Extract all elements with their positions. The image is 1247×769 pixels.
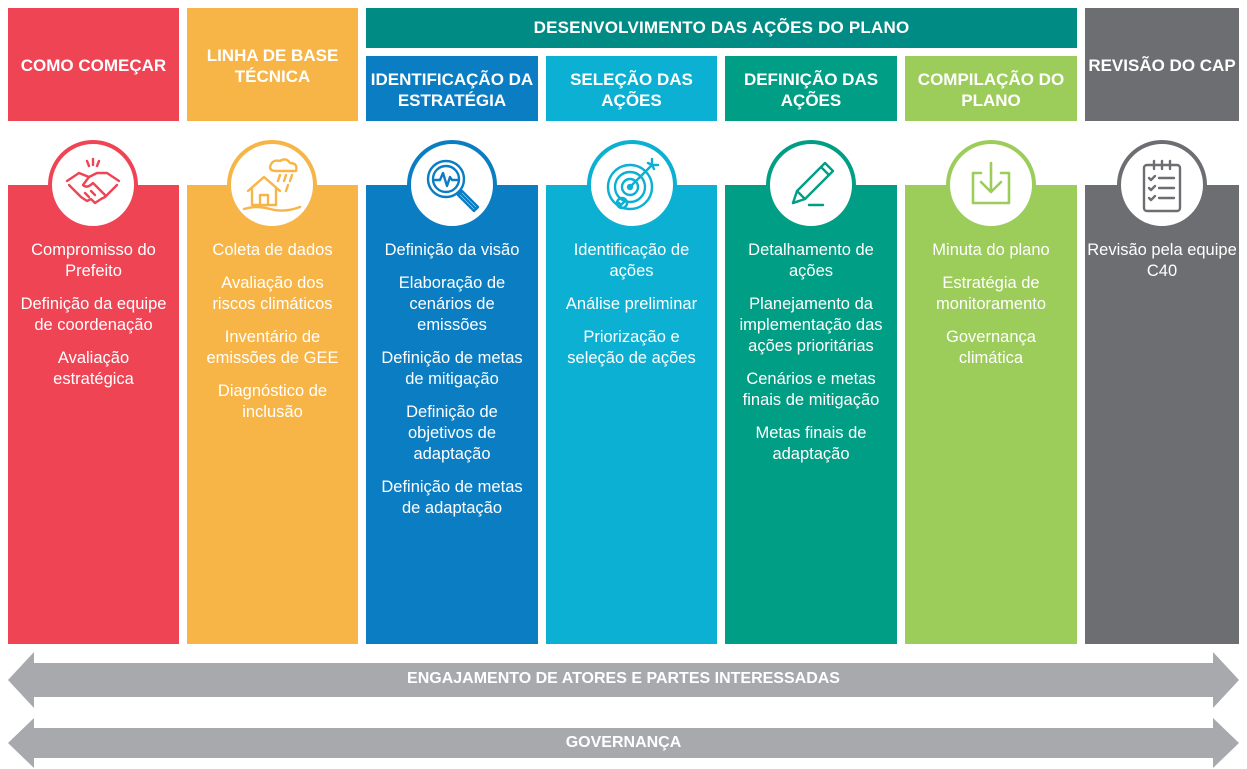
step-item: Diagnóstico de inclusão [217, 382, 328, 421]
super-header: DESENVOLVIMENTO DAS AÇÕES DO PLANO [366, 8, 1077, 48]
header-compilacao: COMPILAÇÃO DO PLANO [905, 56, 1077, 121]
step-item: Revisão pela equipe C40 [1087, 241, 1237, 280]
step-item: Compromisso do Prefeito [31, 241, 156, 280]
magnifier-icon [407, 140, 497, 230]
header-label: COMPILAÇÃO DO PLANO [917, 69, 1065, 110]
column-revisao: Revisão pela equipe C40 [1085, 185, 1239, 644]
step-item: Governança climática [946, 328, 1036, 367]
step-item: Planejamento da implementação das ações … [739, 295, 883, 355]
header-label: COMO COMEÇAR [20, 56, 167, 75]
step-item: Coleta de dados [212, 241, 333, 259]
step-item: Definição de objetivos de adaptação [406, 403, 498, 463]
double-arrow-shape [8, 718, 1239, 768]
header-label: DEFINIÇÃO DAS AÇÕES [743, 69, 879, 110]
download-icon [946, 140, 1036, 230]
header-identificacao: IDENTIFICAÇÃO DA ESTRATÉGIA [366, 56, 538, 121]
step-item: Identificação de ações [573, 241, 690, 280]
step-item: Priorização e seleção de ações [567, 328, 696, 367]
header-label: SELEÇÃO DAS AÇÕES [570, 69, 693, 110]
step-item: Detalhamento de ações [748, 241, 874, 280]
step-item: Definição de metas de mitigação [381, 349, 523, 388]
engagement-arrow: ENGAJAMENTO DE ATORES E PARTES INTERESSA… [8, 652, 1239, 708]
header-label: IDENTIFICAÇÃO DA ESTRATÉGIA [370, 69, 534, 110]
step-item: Estratégia de monitoramento [935, 274, 1047, 313]
step-item: Minuta do plano [932, 241, 1050, 259]
header-label: REVISÃO DO CAP [1088, 56, 1236, 75]
step-item: Análise preliminar [565, 295, 698, 313]
step-item: Definição da visão [384, 241, 520, 259]
governance-arrow: GOVERNANÇA [8, 718, 1239, 768]
step-item: Avaliação dos riscos climáticos [212, 274, 333, 313]
step-item: Inventário de emissões de GEE [206, 328, 339, 367]
step-item: Metas finais de adaptação [755, 424, 867, 463]
handshake-icon [48, 140, 138, 230]
step-item: Cenários e metas finais de mitigação [742, 370, 880, 409]
header-definicao: DEFINIÇÃO DAS AÇÕES [725, 56, 897, 121]
header-revisao: REVISÃO DO CAP [1085, 8, 1239, 121]
step-item: Elaboração de cenários de emissões [398, 274, 506, 334]
step-item: Avaliação estratégica [53, 349, 134, 388]
governance-label: GOVERNANÇA [565, 734, 682, 751]
header-linha-de-base: LINHA DE BASE TÉCNICA [187, 8, 358, 121]
header-como-comecar: COMO COMEÇAR [8, 8, 179, 121]
step-item: Definição da equipe de coordenação [20, 295, 167, 334]
pencil-icon [766, 140, 856, 230]
house-rain-icon [227, 140, 317, 230]
double-arrow-shape [8, 652, 1239, 708]
header-label: LINHA DE BASE TÉCNICA [206, 45, 339, 86]
engagement-label: ENGAJAMENTO DE ATORES E PARTES INTERESSA… [407, 670, 840, 687]
target-icon [587, 140, 677, 230]
header-selecao: SELEÇÃO DAS AÇÕES [546, 56, 717, 121]
step-item: Definição de metas de adaptação [381, 478, 523, 517]
checklist-icon [1117, 140, 1207, 230]
